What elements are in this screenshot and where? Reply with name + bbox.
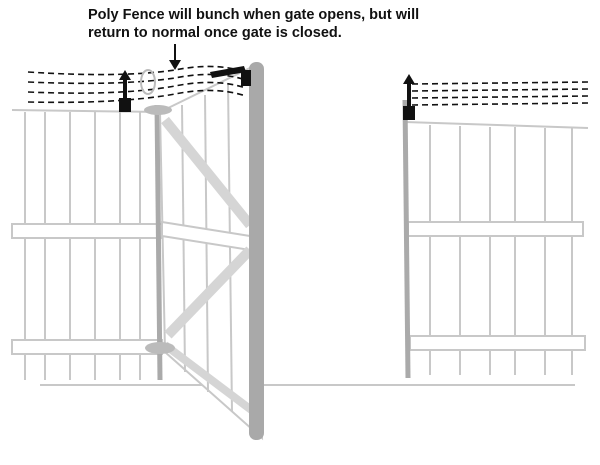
caption: Poly Fence will bunch when gate opens, b… xyxy=(88,6,508,42)
insulator-right xyxy=(403,74,415,120)
caption-line-1: Poly Fence will bunch when gate opens, b… xyxy=(88,7,420,23)
poly-wires-normal xyxy=(411,81,589,106)
open-gate xyxy=(144,66,264,441)
pointer-arrow xyxy=(169,44,181,70)
insulator-gate xyxy=(210,66,251,86)
insulator-left xyxy=(119,70,131,112)
caption-line-2: return to normal once gate is closed. xyxy=(88,25,342,41)
left-fence-panel xyxy=(11,104,163,381)
gate-post xyxy=(249,62,264,440)
right-fence-panel xyxy=(402,99,589,379)
wire-loop xyxy=(140,69,156,95)
